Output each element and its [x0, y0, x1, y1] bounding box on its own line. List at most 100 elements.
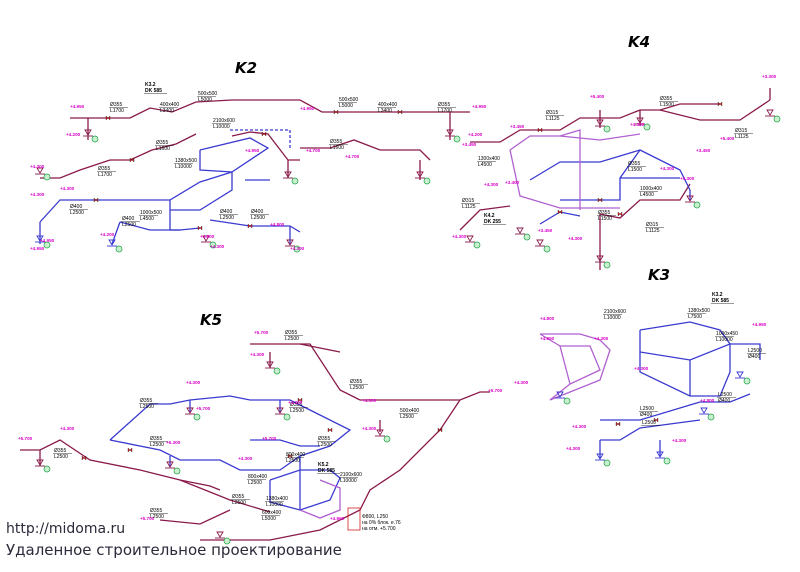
k5-level-mark: +5.700: [140, 516, 155, 521]
k5-dim-label: L5000: [262, 516, 276, 522]
k2-dim-label: L2500: [251, 215, 265, 221]
k5-level-mark: +4.300: [362, 398, 377, 403]
riser-number-circle: [173, 467, 181, 475]
unit-title-k3: K3: [648, 266, 670, 284]
footer-url[interactable]: http://midoma.ru: [6, 521, 126, 537]
k5-dim-label: 2100x600: [340, 472, 362, 478]
grille-hatch-icon: [347, 507, 361, 531]
k5-dim-label: Ø355: [54, 448, 66, 454]
k2-level-mark: +4.700: [345, 154, 360, 159]
k2-dim-label: L10000: [213, 124, 230, 130]
k2-dim-label: L1700: [98, 172, 112, 178]
k5-dim-label: L2500: [400, 414, 414, 420]
level-triangle-icon: [686, 195, 694, 202]
level-triangle-icon: [186, 407, 194, 414]
level-triangle-icon: [266, 361, 274, 368]
k2-level-mark: +4.950: [300, 106, 315, 111]
riser-number-circle: [223, 537, 231, 545]
k4-level-mark: +4.300: [452, 234, 467, 239]
damper-valve-icon: [397, 109, 403, 115]
k4-dim-label: Ø315: [735, 128, 747, 134]
unit-model-k3: DK 585: [712, 298, 729, 304]
damper-valve-icon: [247, 223, 253, 229]
k2-level-mark: +4.300: [30, 192, 45, 197]
k5-dim-label: L10000: [266, 502, 283, 508]
level-triangle-icon: [656, 451, 664, 458]
k5-level-mark: +5.700: [196, 406, 211, 411]
k5-dim-label: L2500: [54, 454, 68, 460]
k2-dim-label: 2100x600: [213, 118, 235, 124]
k2-dim-label: L4500: [140, 216, 154, 222]
k5-dim-label: L2500: [150, 442, 164, 448]
unit-title-k5: K5: [200, 311, 222, 329]
k2-dim-label: Ø400: [251, 209, 263, 215]
level-triangle-icon: [216, 531, 224, 538]
k2-level-mark: +4.300: [30, 164, 45, 169]
k2-dim-label: Ø400: [220, 209, 232, 215]
k5-dim-label: Ø355: [232, 494, 244, 500]
riser-number-circle: [293, 245, 301, 253]
riser-number-circle: [91, 135, 99, 143]
k5-dim-label: L2500: [248, 480, 262, 486]
k2-dim-label: Ø400: [70, 204, 82, 210]
damper-valve-icon: [597, 197, 603, 203]
k3-dim-label: Ø400: [640, 412, 652, 418]
k5-dim-label: L10000: [340, 478, 357, 484]
riser-number-circle: [603, 261, 611, 269]
damper-valve-icon: [197, 225, 203, 231]
riser-number-circle: [663, 457, 671, 465]
k2-dim-label: L3400: [160, 108, 174, 114]
k5-dim-label: Ø355: [285, 330, 297, 336]
k5-dim-label: L2500: [150, 514, 164, 520]
k2-dim-label: Ø355: [98, 166, 110, 172]
k2-dim-label: 400x400: [160, 102, 179, 108]
riser-number-circle: [115, 245, 123, 253]
k2-dim-label: L5000: [339, 103, 353, 109]
unit-title-k2: K2: [235, 59, 257, 77]
k4-dim-label: Ø315: [462, 198, 474, 204]
k3-level-mark: +4.300: [594, 336, 609, 341]
damper-valve-icon: [287, 453, 293, 459]
k2-dim-label: 400x400: [378, 102, 397, 108]
damper-valve-icon: [129, 157, 135, 163]
damper-valve-icon: [557, 209, 563, 215]
k3-dim-label: 1380x500: [688, 308, 710, 314]
level-triangle-icon: [596, 255, 604, 262]
k4-level-mark: +3.450: [510, 124, 525, 129]
riser-number-circle: [453, 135, 461, 143]
k4-level-mark: +4.300: [568, 236, 583, 241]
unit-model-k4: DK 255: [484, 219, 501, 225]
k5-dim-label: Ø355: [318, 436, 330, 442]
level-triangle-icon: [446, 129, 454, 136]
level-triangle-icon: [700, 407, 708, 414]
level-triangle-icon: [376, 429, 384, 436]
k4-dim-label: Ø315: [646, 222, 658, 228]
k5-dim-label: 1380x400: [266, 496, 288, 502]
k2-dim-label: L10000: [175, 164, 192, 170]
k4-dim-label: L4500: [640, 192, 654, 198]
k2-dim-label: Ø400: [122, 216, 134, 222]
k5-note-line: на 0% блок. е.76: [362, 520, 401, 526]
k2-dim-label: L1700: [438, 108, 452, 114]
k2-dim-label: L2500: [70, 210, 84, 216]
damper-valve-icon: [327, 427, 333, 433]
k4-dim-label: L1500: [598, 216, 612, 222]
k4-dim-label: L4500: [478, 162, 492, 168]
k4-level-mark: +4.300: [484, 182, 499, 187]
k5-dim-label: L2500: [290, 408, 304, 414]
riser-number-circle: [543, 245, 551, 253]
level-triangle-icon: [286, 239, 294, 246]
k5-level-mark: +5.700: [18, 436, 33, 441]
riser-number-circle: [273, 367, 281, 375]
footer-caption: Удаленное строительное проектирование: [6, 541, 342, 559]
k3-dim-label: Ø400: [748, 354, 760, 360]
k3-dim-label: Ø400: [718, 398, 730, 404]
k5-dim-label: 800x400: [286, 452, 305, 458]
k2-dim-label: L3400: [378, 108, 392, 114]
k3-dim-label: L2500: [640, 406, 654, 412]
riser-number-circle: [43, 173, 51, 181]
k2-dim-label: Ø355: [156, 140, 168, 146]
k2-dim-label: L1600: [156, 146, 170, 152]
k3-dim-label: L2500: [748, 348, 762, 354]
